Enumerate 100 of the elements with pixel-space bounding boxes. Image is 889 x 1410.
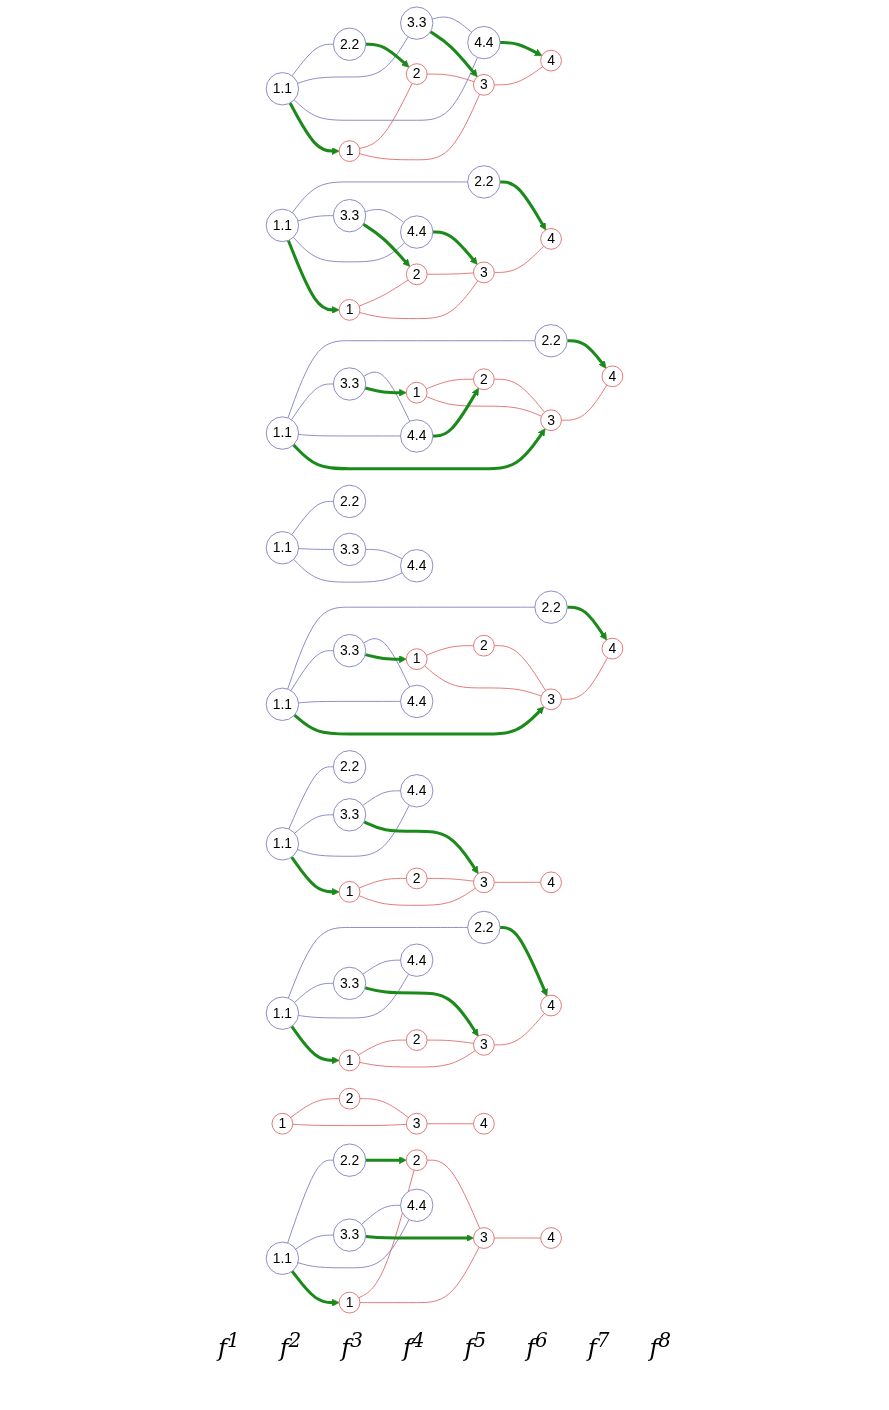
- connector: [359, 1050, 476, 1068]
- connector: [291, 43, 334, 77]
- node-circle: 3.3: [332, 634, 367, 668]
- connector: [294, 814, 334, 834]
- connector: [425, 378, 474, 390]
- node-circle: 2.2: [534, 590, 568, 624]
- node-circle: 2: [405, 867, 428, 890]
- caption-label: f$^{7}$: [587, 1328, 610, 1362]
- node-circle: 1.1: [265, 996, 299, 1030]
- connector: [493, 1013, 545, 1046]
- caption-label: f$^{4}$: [402, 1328, 425, 1362]
- connector: [298, 700, 401, 704]
- arrow: [432, 387, 479, 438]
- connector: [364, 209, 405, 223]
- connector: [358, 279, 409, 307]
- connector: [424, 665, 542, 697]
- node-circle: 3: [540, 688, 562, 711]
- node-circle: 2: [405, 263, 428, 286]
- connector: [297, 1219, 410, 1269]
- node-circle: 4: [540, 871, 562, 894]
- connector: [431, 16, 472, 33]
- node-circle: 1: [338, 1049, 361, 1072]
- connector: [361, 1204, 401, 1225]
- connector: [298, 548, 334, 550]
- connector: [298, 434, 401, 437]
- connector: [493, 378, 545, 413]
- node-circle: 1.1: [265, 531, 299, 565]
- arrow: [500, 41, 543, 57]
- node-circle: 3.3: [400, 6, 434, 40]
- node-circle: 2: [338, 1087, 361, 1110]
- connector: [287, 340, 536, 419]
- node-circle: 3.3: [332, 367, 367, 401]
- connector: [295, 1234, 334, 1250]
- node-circle: 4: [540, 994, 562, 1017]
- node-circle: 1: [338, 299, 361, 321]
- node-circle: 2.2: [332, 484, 367, 518]
- node-circle: 2: [405, 1029, 428, 1051]
- connector: [493, 66, 544, 86]
- connector: [297, 36, 409, 84]
- connector: [287, 927, 469, 999]
- connector: [493, 881, 542, 883]
- connector: [359, 82, 413, 149]
- node-circle: 2.2: [467, 165, 501, 199]
- node-circle: 1.1: [265, 1241, 299, 1275]
- connector: [561, 384, 608, 421]
- connector: [561, 657, 608, 700]
- connector: [294, 982, 334, 1003]
- connector: [297, 215, 334, 222]
- node-circle: 2: [473, 368, 495, 391]
- node-circle: 4: [540, 1227, 562, 1249]
- node-circle: 2.2: [332, 27, 367, 61]
- arrow: [364, 986, 479, 1037]
- connector: [426, 877, 474, 882]
- caption-label: f$^{5}$: [464, 1328, 487, 1362]
- arrow: [292, 428, 546, 471]
- node-circle: 3: [473, 74, 495, 96]
- arrow: [293, 706, 545, 736]
- connector: [290, 1098, 340, 1118]
- caption-label: f$^{3}$: [341, 1328, 363, 1362]
- node-circle: 3.3: [332, 798, 367, 832]
- connector: [426, 1039, 475, 1044]
- connector: [291, 383, 334, 421]
- connector: [358, 887, 476, 906]
- connector: [298, 973, 409, 1019]
- arrow: [362, 223, 411, 267]
- connector: [297, 804, 410, 857]
- node-circle: 3: [473, 1227, 495, 1249]
- node-circle: 2.2: [534, 324, 568, 358]
- connector: [358, 877, 407, 889]
- connector: [359, 1098, 409, 1118]
- arrow: [290, 856, 340, 896]
- connector: [293, 558, 403, 583]
- node-circle: 3.3: [332, 199, 367, 233]
- node-circle: 4.4: [400, 1188, 434, 1222]
- connector: [287, 1159, 334, 1244]
- node-circle: 1.1: [265, 208, 299, 243]
- node-circle: 1.1: [265, 72, 299, 106]
- node-circle: 3: [473, 261, 495, 284]
- connector: [362, 790, 401, 806]
- arrow: [363, 820, 479, 874]
- node-circle: 2.2: [332, 750, 367, 784]
- node-circle: 1: [405, 648, 428, 670]
- node-circle: 1: [271, 1112, 294, 1135]
- node-circle: 1.1: [265, 687, 299, 721]
- arrow: [567, 339, 607, 369]
- connector: [359, 280, 479, 319]
- node-circle: 3: [405, 1112, 428, 1135]
- connector: [493, 645, 546, 691]
- arrow: [365, 42, 410, 68]
- connector: [426, 272, 474, 275]
- connector: [292, 1123, 407, 1127]
- node-circle: 1.1: [265, 416, 299, 450]
- node-circle: 4: [540, 49, 562, 72]
- caption-label: f$^{2}$: [279, 1328, 302, 1362]
- connector: [291, 500, 334, 536]
- connector: [362, 959, 401, 975]
- node-circle: 4.4: [400, 684, 434, 718]
- node-circle: 4.4: [467, 25, 501, 60]
- arrow: [290, 1025, 340, 1065]
- arrow: [432, 230, 478, 265]
